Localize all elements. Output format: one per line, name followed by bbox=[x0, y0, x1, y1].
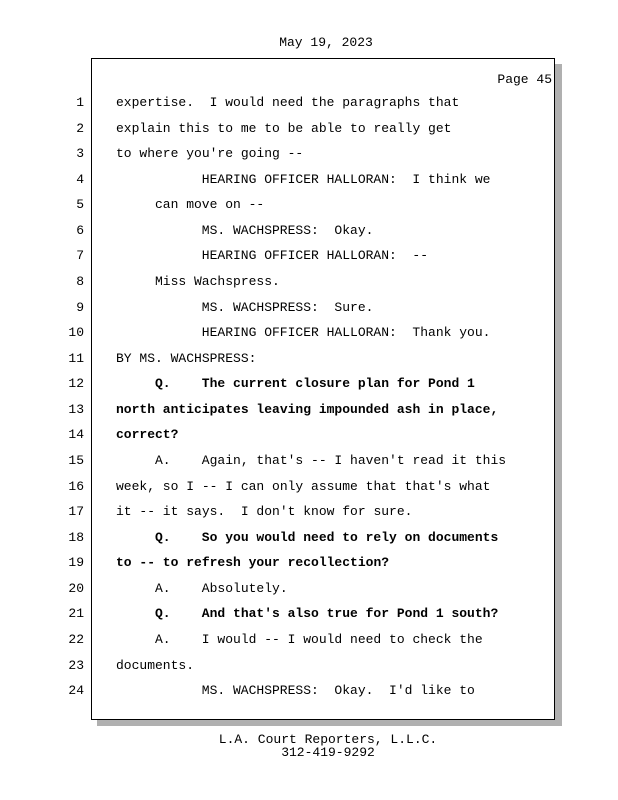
line-number: 23 bbox=[68, 657, 84, 673]
page-number: Page 45 bbox=[497, 72, 552, 87]
line-text: Q. The current closure plan for Pond 1 bbox=[155, 376, 475, 392]
line-text: correct? bbox=[116, 427, 179, 443]
line-number: 2 bbox=[76, 120, 84, 136]
line-text: can move on -- bbox=[155, 197, 265, 213]
line-text: HEARING OFFICER HALLORAN: -- bbox=[201, 248, 429, 264]
footer: L.A. Court Reporters, L.L.C.312-419-9292 bbox=[0, 733, 618, 759]
line-text: Q. And that's also true for Pond 1 south… bbox=[155, 606, 499, 622]
line-number: 16 bbox=[68, 478, 84, 494]
line-text: it -- it says. I don't know for sure. bbox=[116, 504, 413, 520]
line-text: A. Absolutely. bbox=[155, 580, 288, 596]
line-text: A. I would -- I would need to check the bbox=[155, 631, 483, 647]
line-text: HEARING OFFICER HALLORAN: Thank you. bbox=[201, 325, 491, 341]
line-number: 15 bbox=[68, 452, 84, 468]
line-text: to where you're going -- bbox=[116, 146, 304, 162]
line-text: to -- to refresh your recollection? bbox=[116, 555, 390, 571]
line-number: 9 bbox=[76, 299, 84, 315]
line-number: 8 bbox=[76, 273, 84, 289]
line-text: week, so I -- I can only assume that tha… bbox=[116, 478, 491, 494]
line-number: 20 bbox=[68, 580, 84, 596]
line-text: MS. WACHSPRESS: Sure. bbox=[201, 299, 374, 315]
line-text: BY MS. WACHSPRESS: bbox=[116, 350, 257, 366]
line-text: Q. So you would need to rely on document… bbox=[155, 529, 499, 545]
line-text: MS. WACHSPRESS: Okay. bbox=[201, 222, 374, 238]
line-number: 17 bbox=[68, 504, 84, 520]
line-number: 6 bbox=[76, 222, 84, 238]
footer-company: L.A. Court Reporters, L.L.C. bbox=[218, 732, 438, 747]
line-text: HEARING OFFICER HALLORAN: I think we bbox=[201, 171, 491, 187]
line-number: 19 bbox=[68, 555, 84, 571]
line-number: 18 bbox=[68, 529, 84, 545]
line-number: 13 bbox=[68, 401, 84, 417]
line-number: 11 bbox=[68, 350, 84, 366]
line-text: expertise. I would need the paragraphs t… bbox=[116, 95, 460, 110]
line-text: MS. WACHSPRESS: Okay. I'd like to bbox=[201, 683, 475, 699]
line-number: 1 bbox=[76, 95, 84, 110]
line-text: Miss Wachspress. bbox=[155, 273, 280, 289]
line-text: north anticipates leaving impounded ash … bbox=[116, 401, 499, 417]
line-number: 21 bbox=[68, 606, 84, 622]
line-number: 10 bbox=[68, 325, 84, 341]
line-number: 14 bbox=[68, 427, 84, 443]
line-number: 7 bbox=[76, 248, 84, 264]
transcript-date: May 19, 2023 bbox=[279, 35, 373, 50]
footer-phone: 312-419-9292 bbox=[281, 745, 375, 760]
line-number: 22 bbox=[68, 631, 84, 647]
line-number: 5 bbox=[76, 197, 84, 213]
line-number: 12 bbox=[68, 376, 84, 392]
line-number: 24 bbox=[68, 683, 84, 699]
transcript-page-frame bbox=[91, 58, 555, 720]
line-text: explain this to me to be able to really … bbox=[116, 120, 452, 136]
line-text: A. Again, that's -- I haven't read it th… bbox=[155, 452, 507, 468]
line-number: 3 bbox=[76, 146, 84, 162]
line-text: documents. bbox=[116, 657, 195, 673]
line-number: 4 bbox=[76, 171, 84, 187]
